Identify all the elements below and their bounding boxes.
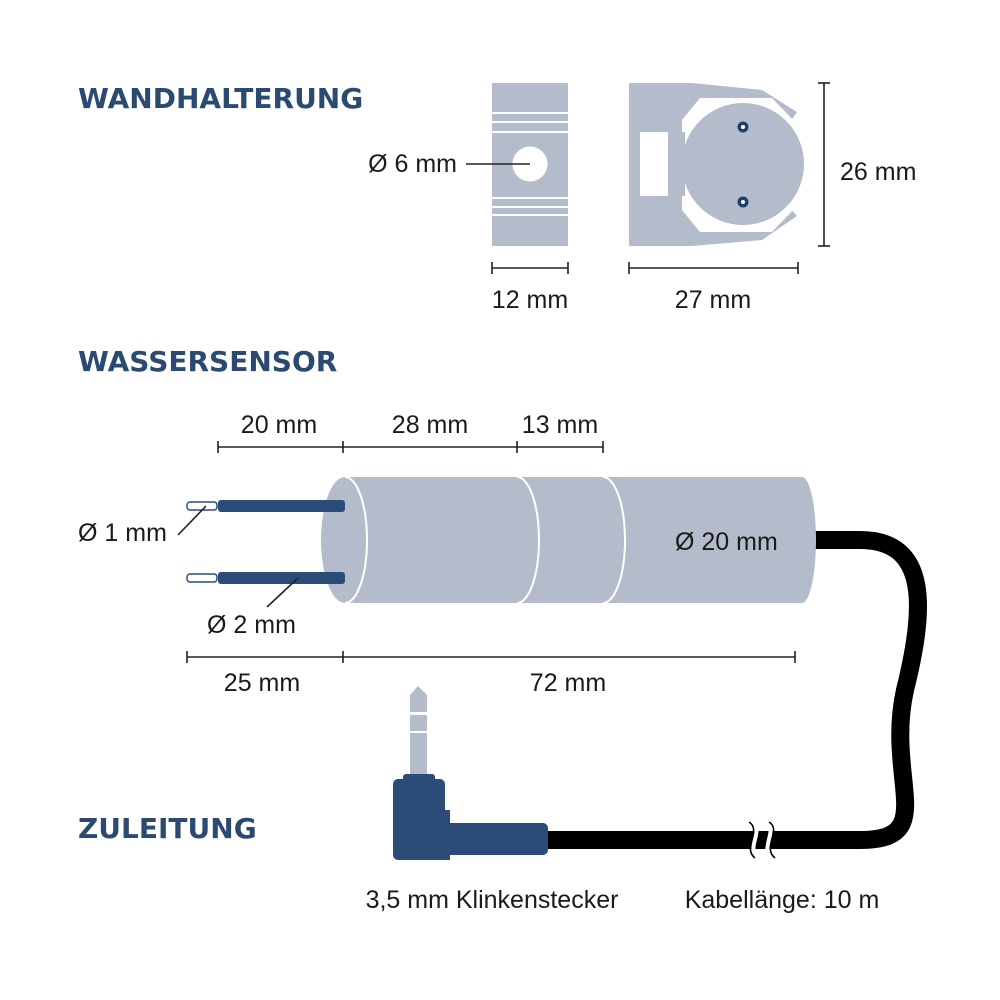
- audio-jack-plug: [393, 686, 548, 860]
- height-label: 26 mm: [840, 158, 916, 186]
- heading-cable: ZULEITUNG: [78, 812, 257, 845]
- seg1-label: 20 mm: [241, 411, 317, 439]
- seg2-label: 28 mm: [392, 411, 468, 439]
- dimension-line-27mm: [628, 262, 799, 274]
- sensor-holder-disc: [682, 103, 804, 225]
- seg3-label: 13 mm: [522, 411, 598, 439]
- hole-diameter-label: Ø 6 mm: [368, 150, 457, 178]
- dimension-line-bottom: [186, 651, 796, 663]
- heading-wall-mount: WANDHALTERUNG: [78, 82, 363, 115]
- sensor-pin-lower: [186, 572, 345, 584]
- sensor-pin-upper: [186, 500, 345, 512]
- dimension-line-12mm: [491, 262, 569, 274]
- width-small-label: 12 mm: [492, 286, 568, 314]
- wall-mount-front-view: [466, 83, 568, 246]
- heading-sensor: WASSERSENSOR: [78, 345, 337, 378]
- dimension-line-26mm: [818, 82, 830, 247]
- leader-line: [177, 505, 207, 536]
- cable: [548, 531, 927, 849]
- wall-mount-side-view: [629, 83, 804, 246]
- pin-diameter-label: Ø 2 mm: [207, 611, 296, 639]
- cable-length-label: Kabellänge: 10 m: [685, 886, 880, 914]
- plug-label: 3,5 mm Klinkenstecker: [366, 886, 619, 914]
- pin-tip-diameter-label: Ø 1 mm: [78, 519, 167, 547]
- cable-break-icon: [750, 820, 774, 860]
- body-length-label: 72 mm: [530, 669, 606, 697]
- leader-line: [266, 577, 299, 608]
- pin-length-label: 25 mm: [224, 669, 300, 697]
- sensor-body: [321, 476, 816, 604]
- body-diameter-label: Ø 20 mm: [675, 528, 778, 556]
- cable-break-icon-outline: [748, 821, 776, 859]
- width-large-label: 27 mm: [675, 286, 751, 314]
- dimension-line-top: [217, 441, 604, 453]
